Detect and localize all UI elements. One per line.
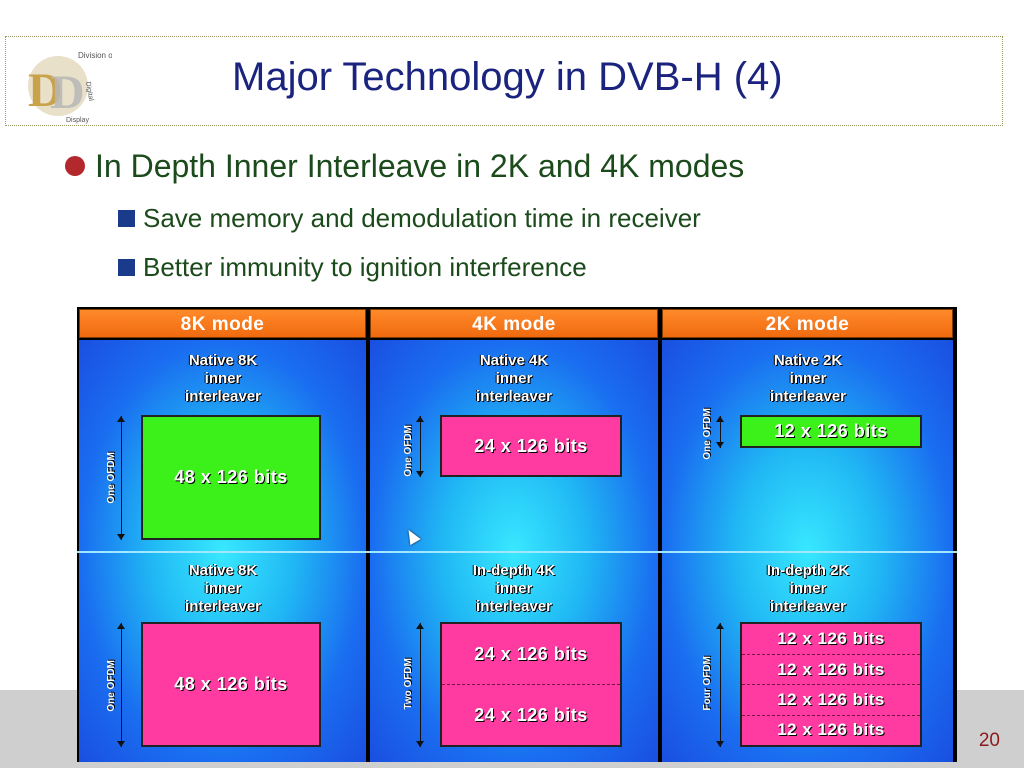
svg-text:Display: Display xyxy=(66,117,89,124)
ofdm-span-arrow xyxy=(117,416,125,540)
sub-bullet: Save memory and demodulation time in rec… xyxy=(118,203,701,234)
sub-bullet-text: Save memory and demodulation time in rec… xyxy=(143,203,701,233)
bullet-square-icon xyxy=(118,258,135,276)
side-label: One OFDM xyxy=(702,408,713,460)
side-label: One OFDM xyxy=(403,425,414,477)
ofdm-span-arrow xyxy=(416,623,424,747)
svg-text:Digital: Digital xyxy=(84,81,94,102)
svg-text:D: D xyxy=(50,66,85,119)
ofdm-span-arrow xyxy=(117,623,125,747)
bullet-square-icon xyxy=(118,209,135,227)
block-12x126: 12 x 126 bits xyxy=(742,624,920,656)
block-12x126: 12 x 126 bits xyxy=(742,685,920,716)
block-24x126: 24 x 126 bits xyxy=(442,624,620,686)
in-depth-4k-blocks: 24 x 126 bits 24 x 126 bits xyxy=(440,622,622,747)
block-12x126: 12 x 126 bits xyxy=(777,720,885,740)
block-24x126: 24 x 126 bits xyxy=(440,415,622,477)
main-bullet: In Depth Inner Interleave in 2K and 4K m… xyxy=(65,148,744,185)
divider-line xyxy=(77,551,957,553)
slide-title: Major Technology in DVB-H (4) xyxy=(232,55,783,99)
side-label: Four OFDM xyxy=(702,656,713,711)
block-48x126: 48 x 126 bits xyxy=(141,415,321,540)
svg-text:D: D xyxy=(28,64,63,117)
bullet-dot-icon xyxy=(65,155,85,176)
block-12x126: 12 x 126 bits xyxy=(742,655,920,686)
ofdm-span-arrow xyxy=(716,416,724,448)
dd-logo-icon: D D Division of Digital Display xyxy=(28,51,112,124)
mode-header-8k: 8K mode xyxy=(79,309,366,338)
title-frame xyxy=(5,36,1003,126)
side-label: Two OFDM xyxy=(403,658,414,710)
mode-header-2k: 2K mode xyxy=(662,309,953,338)
block-12x126: 12 x 126 bits xyxy=(740,415,922,448)
block-24x126: 24 x 126 bits xyxy=(474,704,588,725)
main-bullet-text: In Depth Inner Interleave in 2K and 4K m… xyxy=(95,148,745,184)
block-48x126: 48 x 126 bits xyxy=(141,622,321,747)
in-depth-2k-blocks: 12 x 126 bits 12 x 126 bits 12 x 126 bit… xyxy=(740,622,922,747)
sub-bullet: Better immunity to ignition interference xyxy=(118,252,587,283)
ofdm-span-arrow xyxy=(716,623,724,747)
sub-bullet-text: Better immunity to ignition interference xyxy=(143,252,587,282)
mode-header-4k: 4K mode xyxy=(370,309,658,338)
page-number: 20 xyxy=(978,730,1000,751)
ofdm-span-arrow xyxy=(416,416,424,477)
side-label: One OFDM xyxy=(106,660,117,712)
side-label: One OFDM xyxy=(106,452,117,504)
svg-text:Division of: Division of xyxy=(78,51,112,60)
